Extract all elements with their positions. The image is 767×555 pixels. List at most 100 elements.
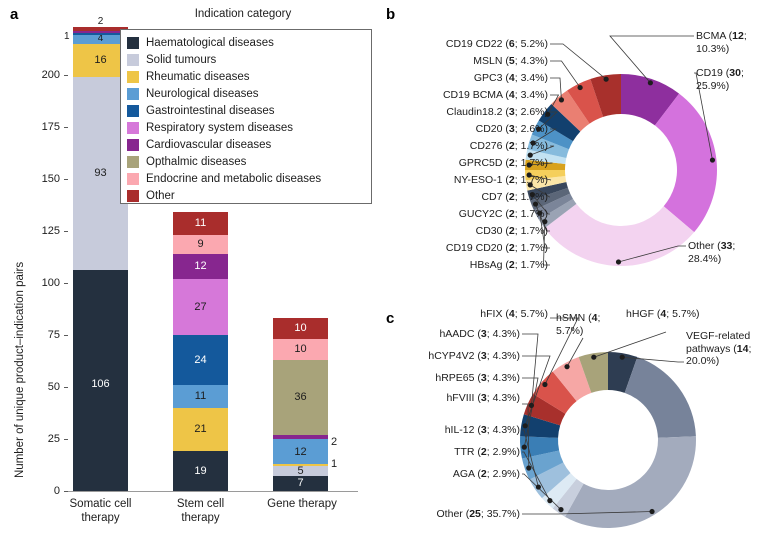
donut-label-gprc5d: GPRC5D (2; 1.7%) — [458, 157, 548, 169]
donut-chart-b — [525, 35, 717, 266]
donut-slice-hfviii[interactable] — [521, 450, 564, 480]
donut-label-claudin18-2: Claudin18.2 (3; 2.6%) — [446, 106, 548, 118]
ytick-label: 50 — [47, 381, 60, 393]
bar-value-label: 11 — [194, 389, 207, 402]
leader-dot — [535, 126, 542, 132]
donut-slice-hfix[interactable] — [533, 371, 577, 414]
leader-line — [593, 331, 667, 358]
leader-line — [522, 451, 551, 501]
donut-slice-ny-eso-1[interactable] — [525, 170, 566, 181]
donut-slice-haadc[interactable] — [523, 393, 566, 426]
leader-dot — [526, 162, 532, 168]
leader-dot — [535, 484, 542, 490]
bar-stem-cell-therapy[interactable]: 19 21 11 24 27 12 9 11 — [173, 212, 228, 491]
donut-slice-hhgf[interactable] — [608, 352, 638, 393]
donut-label-cd19-bcma: CD19 BCMA (4; 3.4%) — [442, 89, 548, 101]
bar-segment-rheumatic — [173, 407, 228, 452]
leader-dot — [709, 157, 716, 163]
donut-slice-bcma[interactable] — [621, 74, 680, 126]
donut-slice-cd19[interactable] — [654, 93, 717, 233]
donut-slice-msln[interactable] — [567, 79, 604, 124]
leader-line — [522, 473, 562, 510]
leader-dot — [532, 201, 539, 207]
donut-slice-gucy2c[interactable] — [527, 182, 568, 201]
ytick-label: 200 — [41, 69, 60, 81]
leader-dot — [647, 80, 653, 86]
leader-dot — [542, 381, 548, 388]
legend-label: Gastrointestinal diseases — [146, 104, 275, 117]
donut-slice-cd19-cd20[interactable] — [533, 193, 574, 220]
leader-dot — [558, 97, 565, 103]
donut-slice-other[interactable] — [565, 436, 696, 528]
bar-value-label: 27 — [194, 300, 207, 313]
legend-item-cardiovascular[interactable]: Cardiovascular diseases — [127, 136, 365, 153]
donut-slice-gprc5d[interactable] — [525, 159, 566, 170]
donut-slice-hbsag[interactable] — [538, 198, 577, 229]
legend-item-haematological[interactable]: Haematological diseases — [127, 34, 365, 51]
bar-segment-solid-tumours — [73, 76, 128, 271]
donut-slice-cd7[interactable] — [525, 176, 567, 191]
donut-slice-hhgf-olive[interactable] — [578, 352, 608, 393]
leader-line — [538, 111, 559, 130]
donut-chart-c — [520, 317, 696, 528]
ytick-mark — [64, 439, 68, 440]
leader-dot — [526, 465, 532, 471]
donut-slice-hcyp4v2[interactable] — [520, 414, 561, 438]
bar-gene-therapy[interactable]: 7 5 12 36 10 10 — [273, 318, 328, 491]
legend-swatch — [127, 104, 139, 117]
bar-value-label-left-1: 1 — [64, 31, 70, 42]
bar-segment-endocrine — [273, 339, 328, 360]
bar-segment-solid-tumours — [273, 466, 328, 477]
leader-line — [566, 337, 584, 367]
bar-segment-neurological — [73, 35, 128, 44]
bar-somatic-cell-therapy[interactable]: 106 93 16 4 2 — [73, 17, 128, 491]
bar-segment-other — [173, 212, 228, 235]
donut-slice-vegf-related-pathways[interactable] — [624, 357, 696, 438]
ytick-label: 25 — [47, 433, 60, 445]
donut-slice-claudin18-2[interactable] — [531, 120, 574, 150]
donut-b-slices — [525, 74, 717, 266]
bar-value-label-right-1: 1 — [331, 458, 338, 470]
ytick-label: 75 — [47, 329, 60, 341]
legend-item-neurological[interactable]: Neurological diseases — [127, 85, 365, 102]
donut-label-ny-eso-1: NY-ESO-1 (2; 1.7%) — [453, 174, 548, 186]
legend-item-rheumatic[interactable]: Rheumatic diseases — [127, 68, 365, 85]
legend-item-gastrointestinal[interactable]: Gastrointestinal diseases — [127, 102, 365, 119]
leader-dot — [564, 364, 570, 370]
donut-label-hcyp4v2: hCYP4V2 (3; 4.3%) — [428, 350, 520, 362]
legend-label: Cardiovascular diseases — [146, 138, 272, 151]
leader-line — [530, 145, 555, 156]
leader-dot — [615, 259, 622, 265]
donut-label-gucy2c: GUCY2C (2; 1.7%) — [458, 208, 548, 220]
leader-line — [547, 94, 560, 115]
donut-label-cd276: CD276 (2; 1.7%) — [469, 140, 548, 152]
donut-slice-hsmn[interactable] — [552, 357, 592, 402]
legend-label: Haematological diseases — [146, 36, 274, 49]
leader-dot — [522, 423, 528, 429]
donut-label-gpc3: GPC3 (4; 3.4%) — [473, 72, 548, 84]
leader-line — [550, 43, 607, 80]
donut-slice-other[interactable] — [544, 203, 695, 266]
legend: Haematological diseases Solid tumours Rh… — [120, 29, 372, 204]
ytick-mark — [64, 283, 68, 284]
bar-segment-rheumatic — [273, 463, 328, 466]
donut-label-hbsag: HBsAg (2; 1.7%) — [469, 259, 548, 271]
legend-item-endocrine[interactable]: Endocrine and metabolic diseases — [127, 170, 365, 187]
legend-item-other[interactable]: Other — [127, 187, 365, 204]
leader-line — [544, 317, 579, 385]
bar-segment-gastrointestinal — [73, 33, 128, 36]
legend-label: Endocrine and metabolic diseases — [146, 172, 322, 185]
donut-c-slices — [520, 352, 696, 528]
donut-label-hhgf: hHGF (4; 5.7%) — [626, 308, 700, 320]
leader-dot — [591, 354, 597, 360]
donut-label-other: Other (33; 28.4%) — [688, 240, 736, 265]
donut-slice-cd19-cd22[interactable] — [590, 74, 621, 117]
legend-item-solid-tumours[interactable]: Solid tumours — [127, 51, 365, 68]
donut-label-other: Other (25; 35.7%) — [436, 508, 520, 520]
leader-dot — [521, 444, 527, 450]
donut-label-cd7: CD7 (2; 1.7%) — [481, 191, 548, 203]
legend-item-opthalmic[interactable]: Opthalmic diseases — [127, 153, 365, 170]
panel-b: b CD19 CD22 (6; 5.2%) MSLN (5; 4.3%) GPC… — [378, 0, 767, 300]
legend-item-respiratory[interactable]: Respiratory system diseases — [127, 119, 365, 136]
leader-line — [529, 174, 552, 181]
